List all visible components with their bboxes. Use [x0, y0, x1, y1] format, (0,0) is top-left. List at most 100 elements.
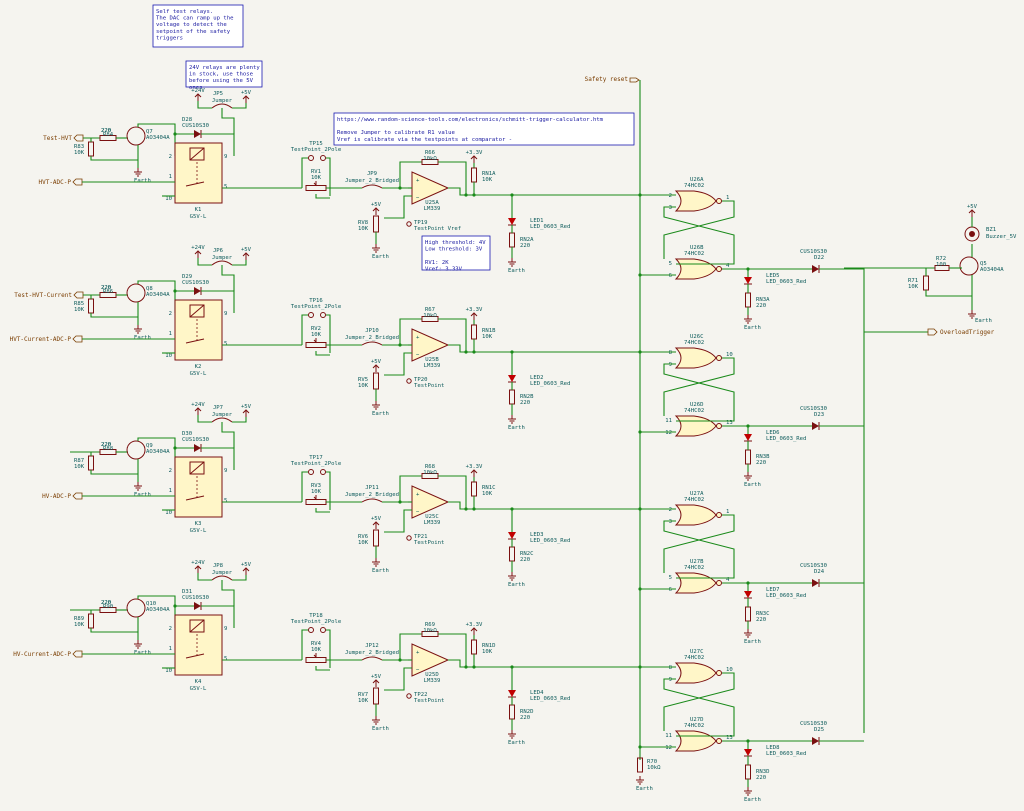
junction-dot — [464, 350, 468, 354]
status-led-3 — [508, 690, 516, 698]
rn2-value: 220 — [520, 715, 530, 721]
bridged-jumper-2[interactable] — [361, 498, 383, 503]
latch-led-resistor-0 — [745, 292, 751, 308]
rvref-value: 10K — [358, 383, 369, 389]
svg-text:triggers: triggers — [156, 35, 183, 41]
junction-dot — [173, 604, 177, 608]
tpv-value: TestPoint — [414, 383, 444, 389]
svg-text:8: 8 — [669, 665, 673, 671]
d2-value-label: D23 — [814, 412, 824, 418]
svg-text:+: + — [416, 178, 420, 184]
testpoint-a[interactable] — [308, 469, 314, 475]
pullup-resistor-1 — [471, 324, 477, 340]
nor-gate-b-2: 564 — [669, 572, 730, 594]
svg-text:5: 5 — [669, 261, 672, 267]
r71-bottom — [925, 290, 972, 297]
junction-dot — [464, 507, 468, 511]
earth-symbol — [134, 482, 142, 491]
buzzer-value: Buzzer_5V — [986, 234, 1017, 240]
bridged-jumper-0[interactable] — [361, 184, 383, 189]
opamp-label: U25A — [425, 200, 439, 206]
testpoint-b[interactable] — [320, 312, 326, 318]
nor-a-label: U27A — [690, 491, 704, 497]
fb-left — [399, 633, 422, 660]
vref-testpoint[interactable] — [406, 221, 412, 227]
bridged-jumper-3[interactable] — [361, 656, 383, 661]
led-earth: Earth — [508, 268, 525, 274]
testpoint-b[interactable] — [320, 627, 326, 633]
rn2-value: 220 — [520, 400, 530, 406]
q5-transistor — [959, 256, 979, 276]
junction-dot — [398, 186, 402, 190]
svg-text:+5V: +5V — [241, 90, 252, 96]
svg-text:Test-HVT: Test-HVT — [43, 135, 72, 142]
jumper-3[interactable] — [211, 575, 233, 581]
testpoint-b[interactable] — [320, 155, 326, 161]
testpoint-a[interactable] — [308, 155, 314, 161]
jumper-label: JP8 — [213, 563, 224, 569]
svg-text:Vref is calibrate via the test: Vref is calibrate via the testpoints at … — [337, 137, 512, 143]
rv-pot-1 — [305, 342, 327, 348]
relay-coil-icon — [189, 619, 205, 633]
jumper-0[interactable] — [211, 103, 233, 109]
jumper-2[interactable] — [211, 417, 233, 423]
rn3-value: 220 — [756, 617, 766, 623]
junction-dot — [638, 430, 642, 434]
tpv-value: TestPoint Vref — [414, 226, 461, 232]
bridged-jumper-1[interactable] — [361, 341, 383, 346]
pullup-resistor-0 — [471, 167, 477, 183]
latch-led-resistor-1 — [745, 449, 751, 465]
q5-value: AO3404A — [980, 267, 1004, 273]
rn2-label: RN2A — [520, 237, 534, 243]
svg-text:The DAC can ramp up the: The DAC can ramp up the — [156, 16, 234, 22]
tp-value: TestPoint_2Pole — [291, 304, 342, 310]
led-value: LED_0603_Red — [530, 696, 570, 702]
d2-value-label: D22 — [814, 255, 824, 261]
svg-text:12: 12 — [665, 745, 672, 751]
ledb-earth: Earth — [744, 325, 761, 331]
testpoint-b[interactable] — [320, 469, 326, 475]
power-rail: +5V — [967, 204, 978, 217]
ledb-label: LED8 — [766, 745, 780, 751]
mosfet-drain — [137, 437, 176, 470]
rn3-label: RN3D — [756, 769, 770, 775]
mosfet-0 — [126, 126, 146, 146]
relay-coil-icon — [189, 461, 205, 475]
vref-pot-0 — [373, 215, 379, 233]
testpoint-a[interactable] — [308, 312, 314, 318]
jumper-1[interactable] — [211, 260, 233, 266]
svg-text:+24V: +24V — [191, 245, 205, 251]
svg-text:2: 2 — [669, 507, 672, 513]
rvref-value: 10K — [358, 226, 369, 232]
tpv-label: TP21 — [414, 534, 427, 540]
svg-text:1: 1 — [726, 195, 729, 201]
led-earth: Earth — [508, 425, 525, 431]
svg-text:3: 3 — [669, 519, 672, 525]
svg-text:+: + — [416, 335, 420, 341]
mosfet-1 — [126, 283, 146, 303]
mosfet-earth: Earth — [134, 650, 151, 656]
svg-text:OverloadTrigger: OverloadTrigger — [940, 329, 995, 336]
rn3-value: 220 — [756, 460, 766, 466]
junction-dot — [173, 446, 177, 450]
rn1-value: 10K — [482, 649, 493, 655]
rf-label: R69 — [425, 622, 435, 628]
nor-b-label: U27D — [690, 717, 704, 723]
svg-text:13: 13 — [726, 735, 733, 741]
junction-dot — [464, 665, 468, 669]
vref-testpoint[interactable] — [406, 378, 412, 384]
vref-testpoint[interactable] — [406, 535, 412, 541]
tp-wire-a — [301, 629, 308, 660]
vref-testpoint[interactable] — [406, 693, 412, 699]
ledb-value: LED_0603_Red — [766, 279, 806, 285]
testpoint-a[interactable] — [308, 627, 314, 633]
svg-text:before using the 5V: before using the 5V — [189, 78, 254, 84]
flyback-diode-1 — [194, 287, 202, 295]
rvref-label: RV7 — [358, 692, 368, 698]
op-minus — [384, 352, 412, 376]
junction-dot — [638, 587, 642, 591]
rvref-label: RV8 — [358, 220, 369, 226]
pin: 2 — [169, 154, 172, 160]
led-resistor-3 — [509, 704, 515, 720]
